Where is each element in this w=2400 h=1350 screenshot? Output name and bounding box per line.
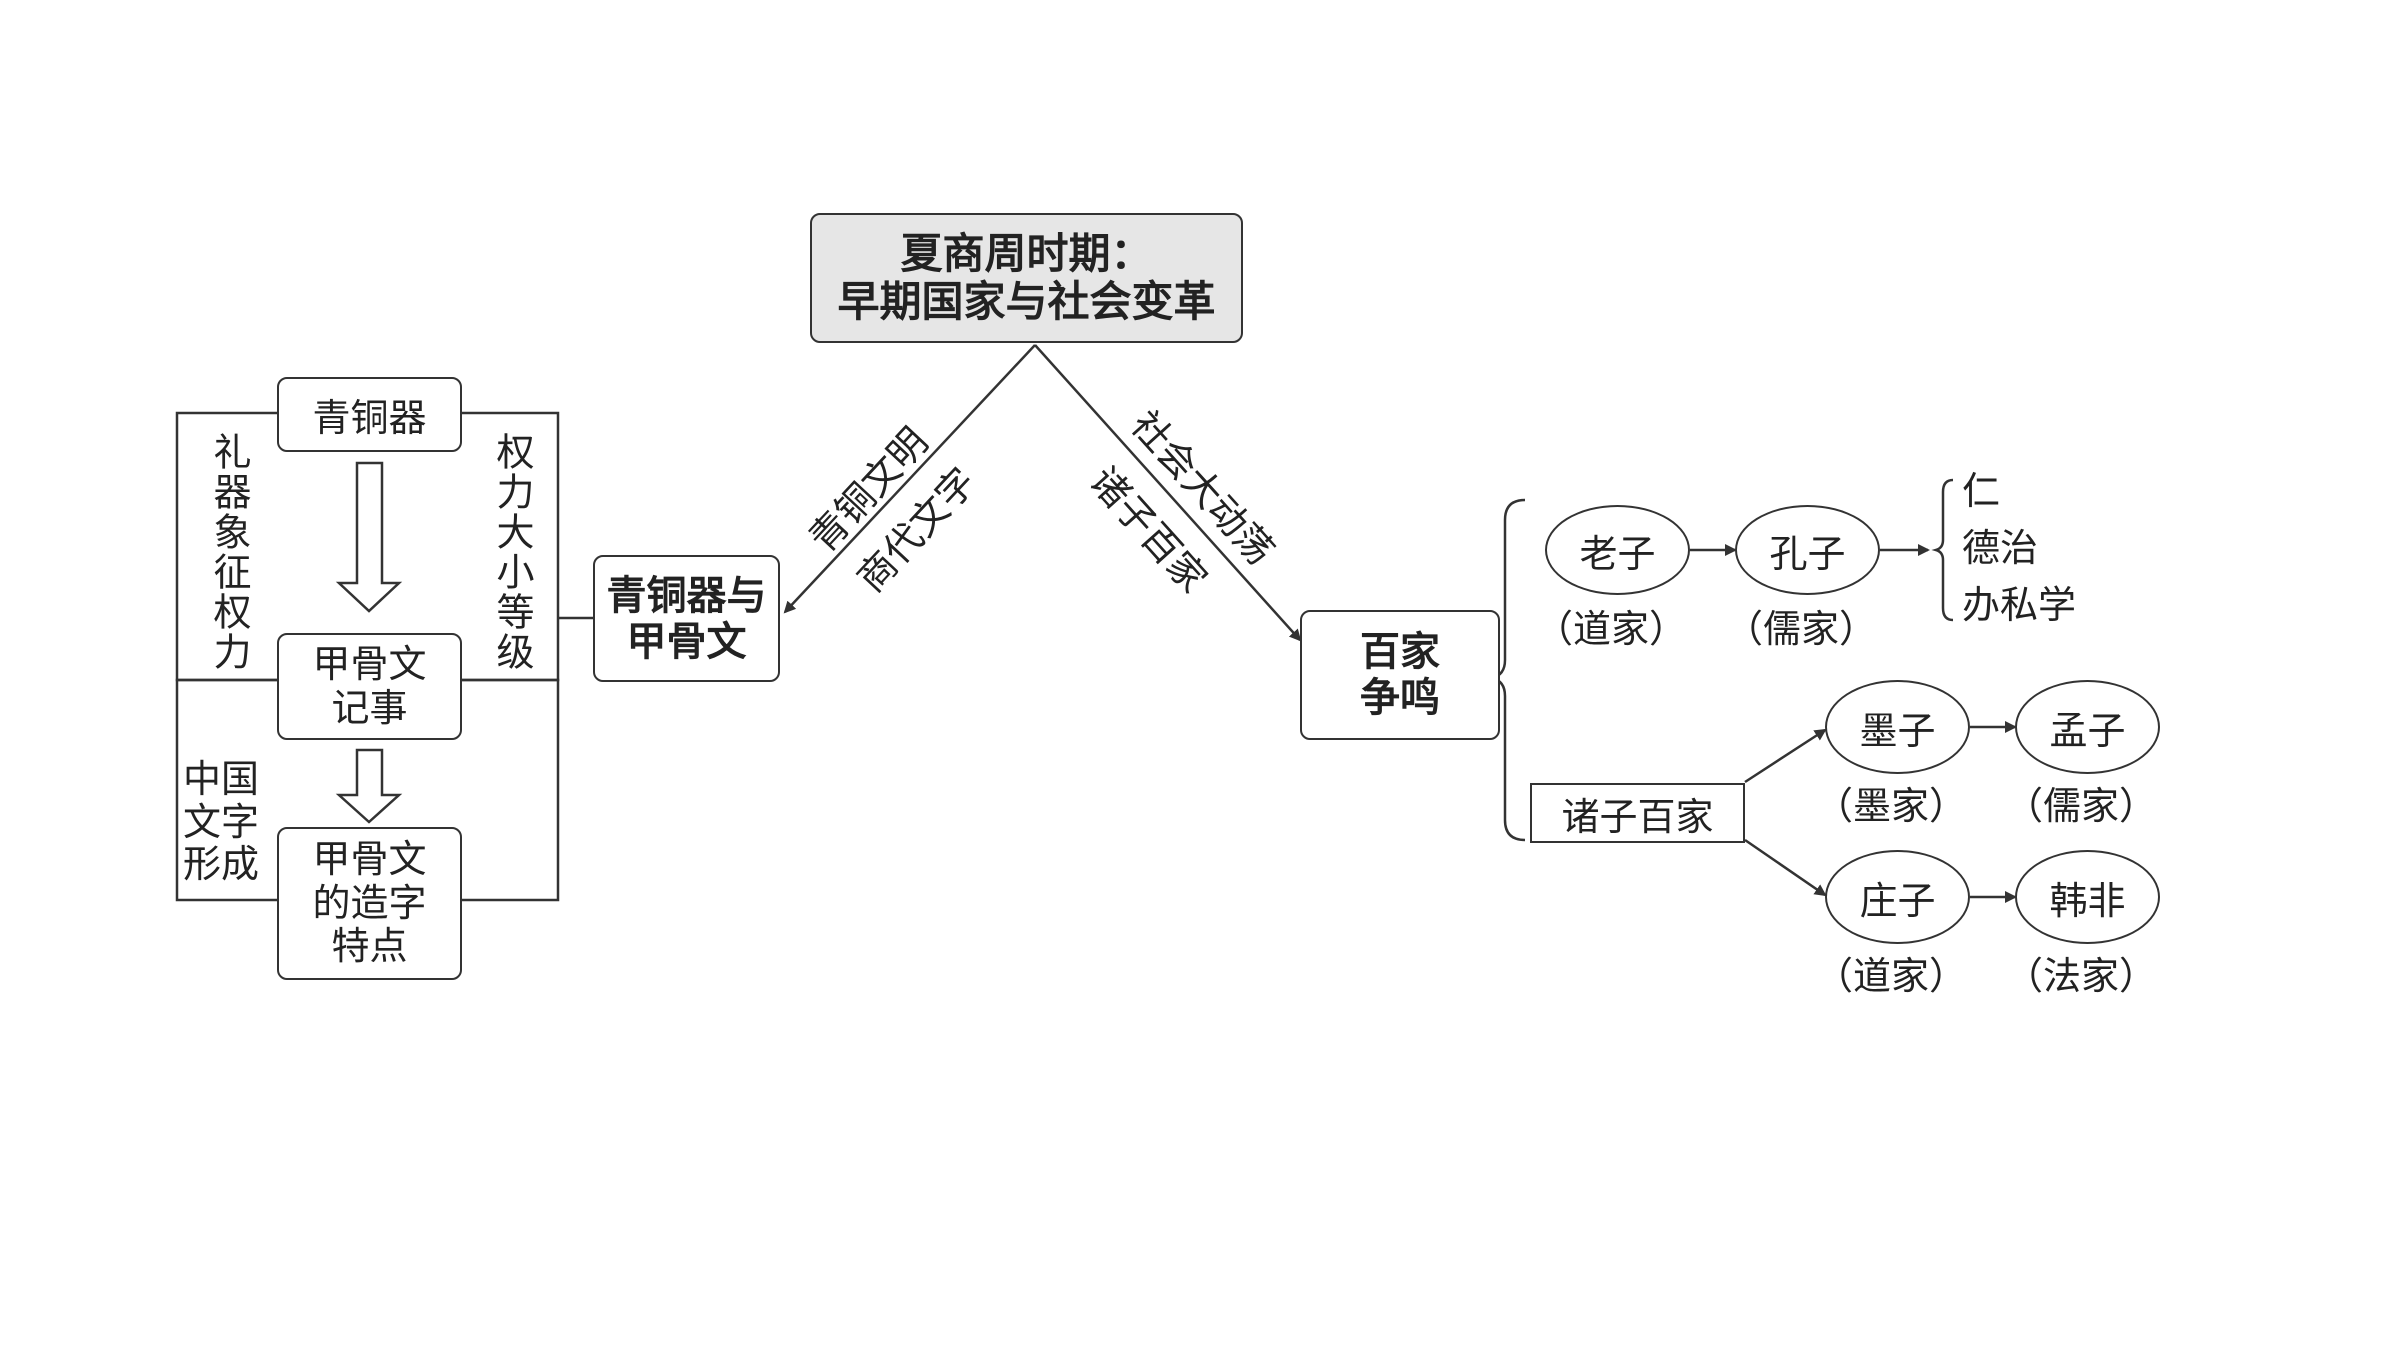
kongzi-label: 孔子 (1769, 531, 1846, 576)
hollow-down-arrow-2 (335, 748, 403, 824)
right-frame-line (462, 678, 560, 902)
zhuangzi-school: （道家） (1815, 954, 1968, 998)
bronze-oracle-box: 青铜器与 甲骨文 (593, 555, 780, 682)
mengzi-oval: 孟子 (2015, 680, 2160, 774)
zhuangzi-label: 庄子 (1859, 878, 1936, 923)
oracle-record-box: 甲骨文 记事 (277, 633, 462, 740)
idea-ren: 仁 (1962, 469, 2001, 513)
zhuzi-box: 诸子百家 (1530, 783, 1745, 843)
top-title-box: 夏商周时期： 早期国家与社会变革 (810, 213, 1243, 343)
mozi-oval: 墨子 (1825, 680, 1970, 774)
hanfei-oval: 韩非 (2015, 850, 2160, 944)
mozi-label: 墨子 (1859, 708, 1936, 753)
hanfei-school: （法家） (2005, 954, 2158, 998)
hundred-schools-box: 百家 争鸣 (1300, 610, 1500, 740)
idea-banxixue: 办私学 (1962, 583, 2077, 627)
laozi-oval: 老子 (1545, 505, 1690, 595)
mozi-school: （墨家） (1815, 784, 1968, 828)
mengzi-label: 孟子 (2049, 708, 2126, 753)
power-hierarchy-label: 权力大小等级 (490, 432, 534, 672)
kongzi-oval: 孔子 (1735, 505, 1880, 595)
ideas-brace (1931, 478, 1954, 622)
mengzi-school: （儒家） (2005, 784, 2158, 828)
laozi-school: （道家） (1535, 607, 1688, 651)
kongzi-school: （儒家） (1725, 607, 1878, 651)
hanfei-label: 韩非 (2049, 878, 2126, 923)
writing-bracket-line (175, 678, 277, 902)
bronze-box: 青铜器 (277, 377, 462, 452)
laozi-label: 老子 (1579, 531, 1656, 576)
arrow-to-bronze (783, 344, 1036, 614)
arrow-to-hundred-schools (1034, 344, 1302, 642)
zhuangzi-oval: 庄子 (1825, 850, 1970, 944)
writing-formation-label: 中国 文字 形成 (183, 757, 260, 887)
oracle-features-box: 甲骨文 的造字 特点 (277, 827, 462, 980)
ritual-symbol-label: 礼器象征权力 (207, 432, 251, 672)
hollow-down-arrow-1 (335, 461, 403, 613)
arrow-zhuzi-zhuangzi (1744, 838, 1827, 897)
arrow-zhuzi-mozi (1744, 728, 1827, 784)
idea-dezhi: 德治 (1962, 526, 2039, 570)
